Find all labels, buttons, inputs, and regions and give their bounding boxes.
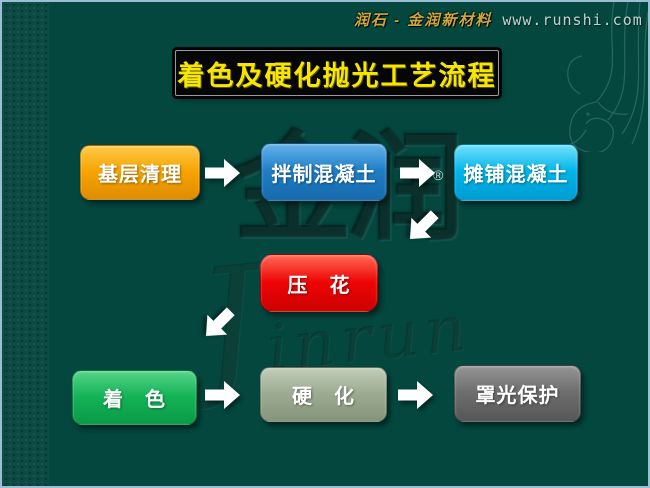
arrow-down-left-icon — [195, 301, 242, 348]
left-texture-strip — [2, 2, 49, 486]
header: 润石 - 金润新材料 www.runshi.com — [354, 9, 646, 30]
step-hardening: 硬 化 — [260, 367, 387, 422]
step-label: 拌制混凝土 — [271, 163, 377, 186]
website-text: www.runshi.com — [502, 11, 643, 29]
page-title: 着色及硬化抛光工艺流程 — [177, 60, 497, 91]
arrow-right-icon — [400, 158, 436, 188]
step-gloss-protection: 罩光保护 — [454, 365, 581, 422]
phoenix-decoration-icon — [563, 2, 648, 152]
step-base-cleaning: 基层清理 — [80, 145, 200, 200]
step-label: 着 色 — [103, 389, 166, 411]
step-label: 压 花 — [287, 274, 351, 297]
arrow-down-left-icon — [399, 204, 446, 251]
arrow-right-icon — [205, 380, 241, 410]
step-label: 罩光保护 — [475, 385, 560, 407]
arrow-right-icon — [205, 158, 241, 188]
step-label: 硬 化 — [292, 386, 355, 408]
title-box: 着色及硬化抛光工艺流程 — [175, 50, 499, 96]
step-mix-concrete: 拌制混凝土 — [261, 143, 387, 201]
arrow-right-icon — [398, 380, 434, 410]
brand-text: 润石 - 金润新材料 — [354, 12, 493, 29]
step-coloring: 着 色 — [72, 370, 197, 425]
step-stamping: 压 花 — [260, 254, 378, 312]
step-pave-concrete: 摊铺混凝土 — [454, 144, 578, 201]
step-label: 摊铺混凝土 — [463, 164, 569, 186]
step-label: 基层清理 — [98, 164, 182, 186]
